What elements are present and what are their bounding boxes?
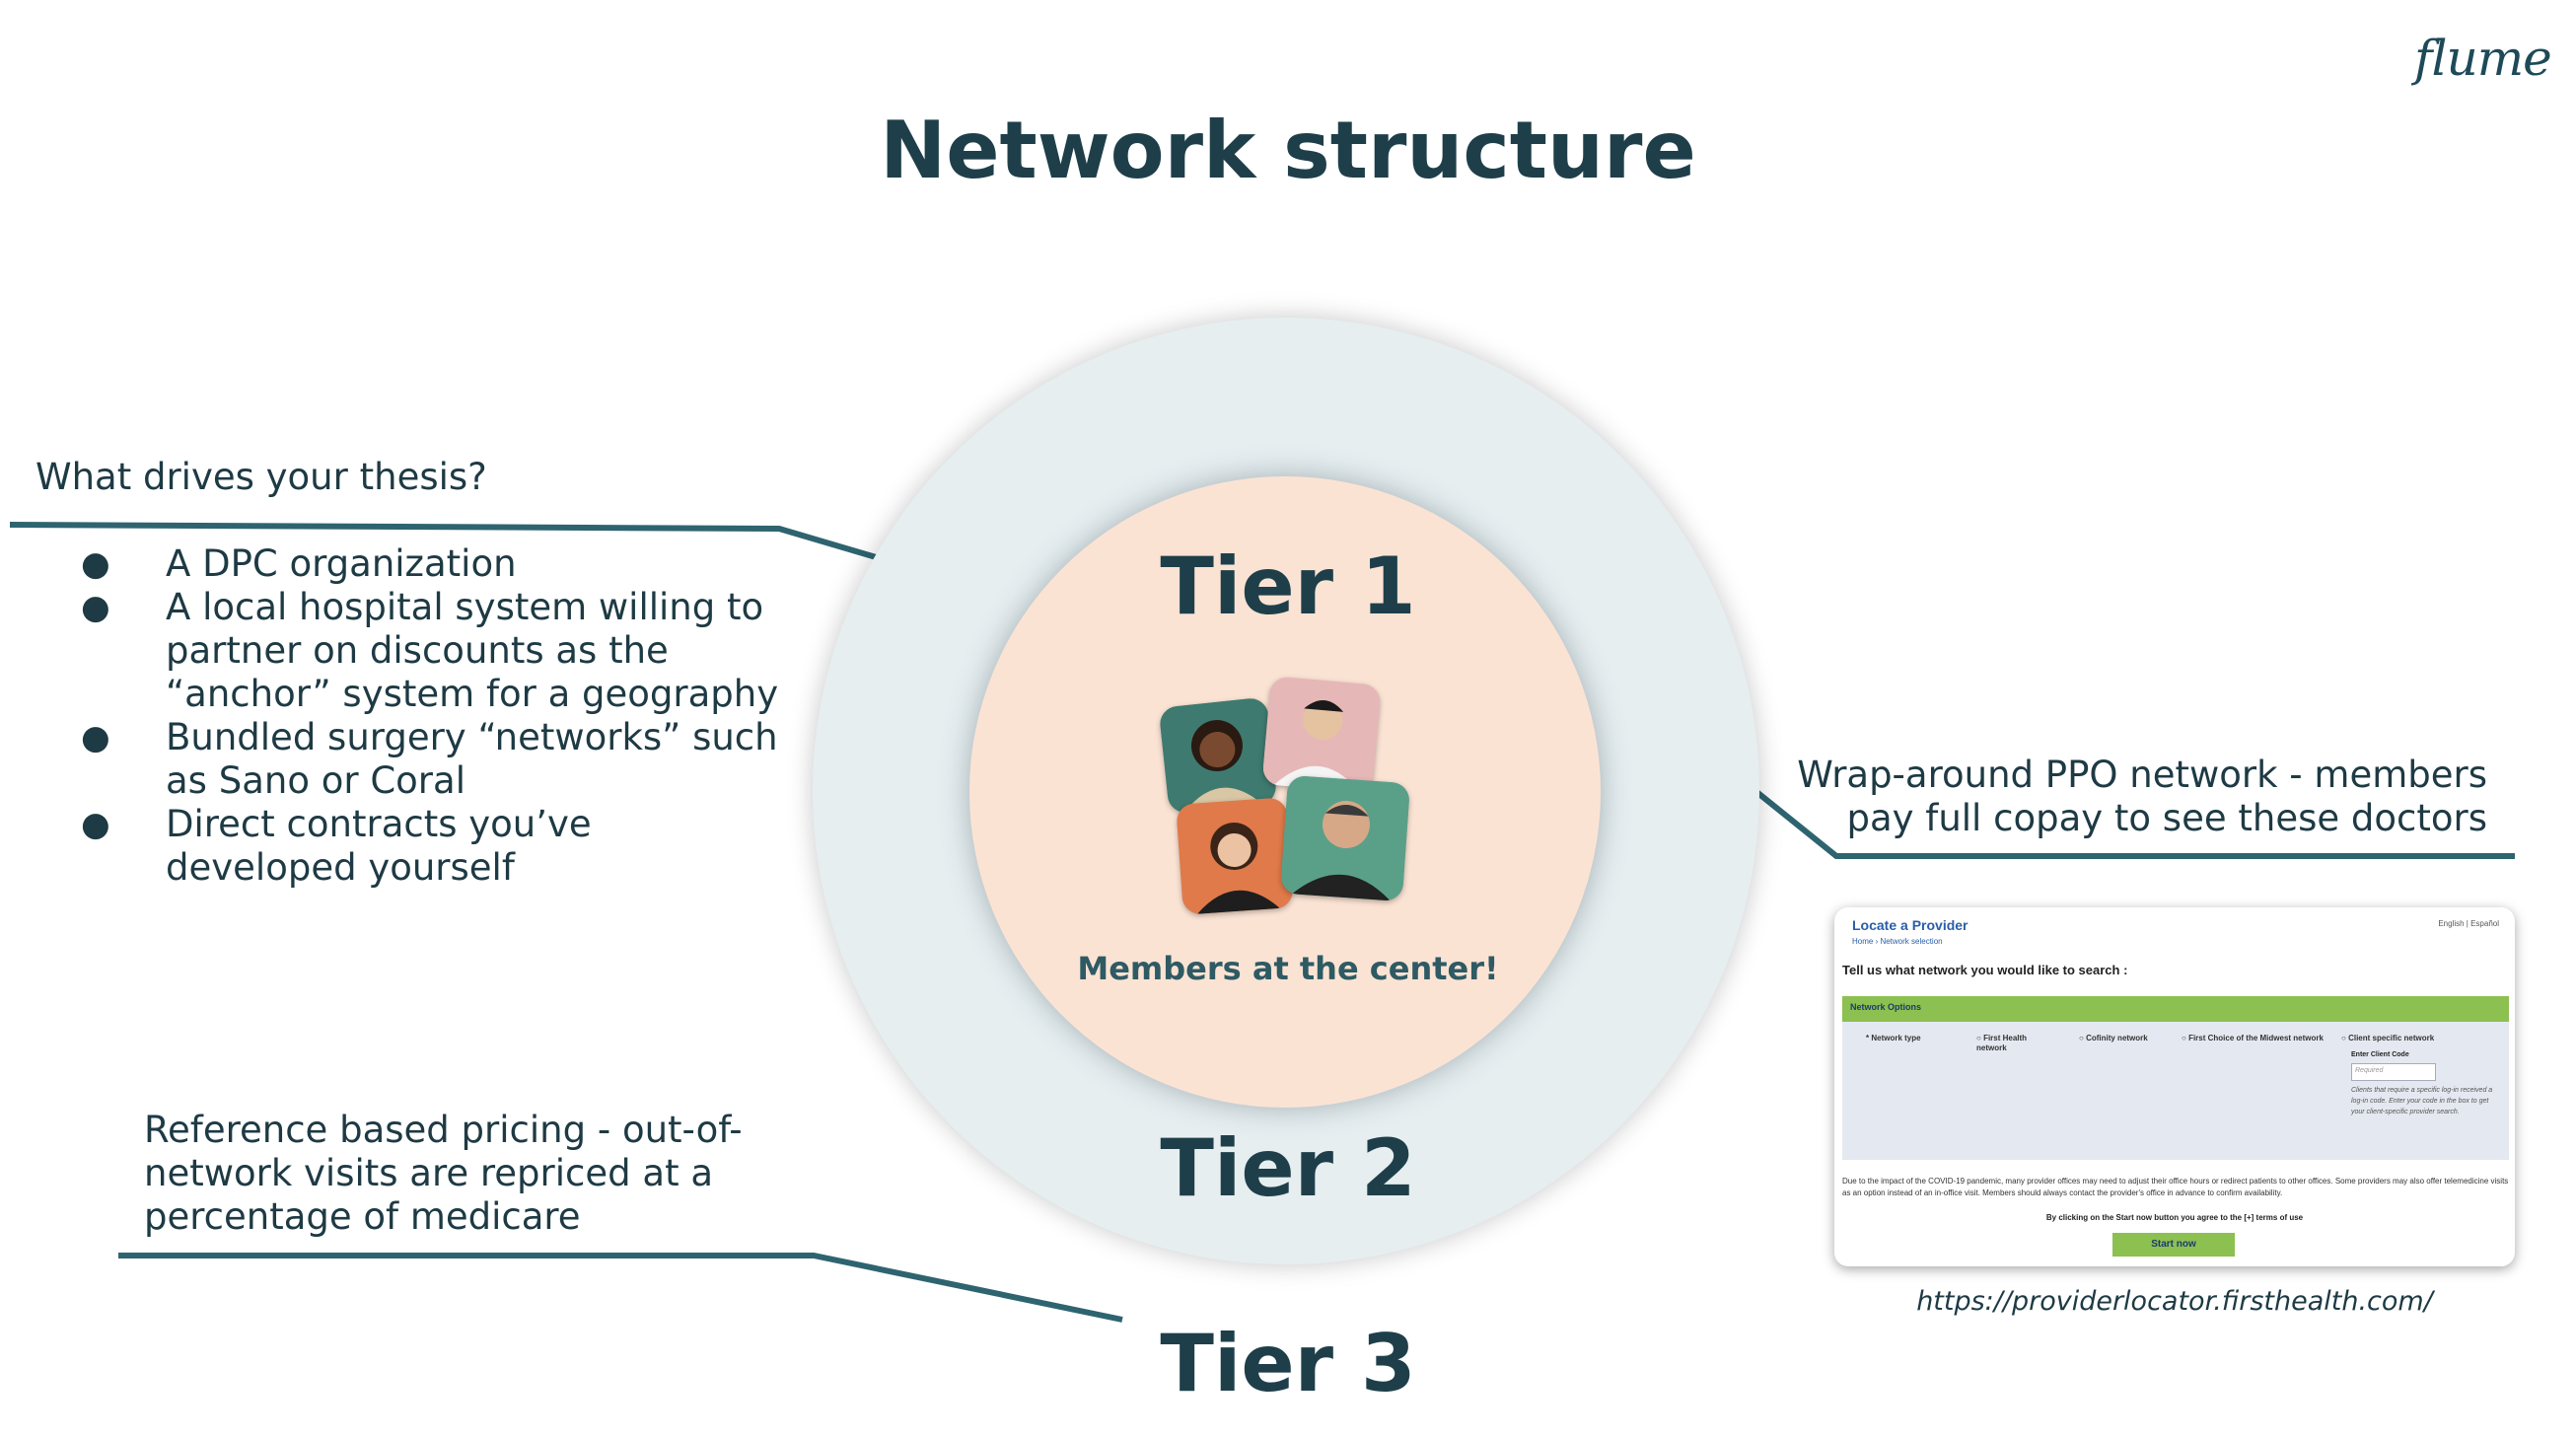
covid-notice: Due to the impact of the COVID-19 pandem… [1842, 1177, 2509, 1197]
bullet-dot-icon: ● [81, 718, 110, 757]
radio-label: Cofinity network [2086, 1034, 2148, 1043]
bullet-item: ● A DPC organization [77, 542, 787, 586]
network-options-bar: Network Options [1842, 996, 2509, 1022]
radio-label: First Health network [1976, 1034, 2028, 1052]
client-code-placeholder: Required [2355, 1067, 2384, 1074]
network-options-panel: * Network type ○ First Health network ○ … [1842, 1022, 2509, 1160]
doctor-photo [1261, 676, 1382, 794]
radio-first-health[interactable]: ○ First Health network [1976, 1034, 2028, 1052]
bullet-dot-icon: ● [81, 805, 110, 844]
bullet-item: ● Direct contracts you’ve developed yours… [77, 803, 787, 890]
tier2-label: Tier 2 [1160, 1122, 1416, 1214]
tier1-label: Tier 1 [1160, 540, 1416, 632]
radio-label: First Choice of the Midwest network [2188, 1034, 2324, 1043]
slide-title: Network structure [880, 105, 1696, 196]
radio-client-specific[interactable]: ○ Client specific network [2341, 1034, 2435, 1043]
radio-first-choice[interactable]: ○ First Choice of the Midwest network [2182, 1034, 2324, 1043]
client-code-label: Enter Client Code [2351, 1051, 2409, 1058]
locator-title: Locate a Provider [1852, 917, 1968, 933]
start-now-button[interactable]: Start now [2112, 1233, 2235, 1257]
reference-pricing-text: Reference based pricing - out-of-network… [144, 1109, 743, 1238]
network-type-label: * Network type [1866, 1034, 1921, 1043]
network-options-label: Network Options [1850, 1002, 1922, 1012]
tier3-label: Tier 3 [1160, 1318, 1416, 1409]
thesis-question: What drives your thesis? [36, 456, 487, 498]
terms-agreement: By clicking on the Start now button you … [2045, 1213, 2304, 1222]
bullet-text: A local hospital system willing to partn… [166, 586, 779, 715]
client-code-help: Clients that require a specific log-in r… [2351, 1087, 2493, 1115]
source-url[interactable]: https://providerlocator.firsthealth.com/ [1916, 1286, 2433, 1317]
bullet-text: A DPC organization [166, 542, 517, 585]
ppo-network-text: Wrap-around PPO network - members pay fu… [1797, 754, 2487, 839]
thesis-bullet-list: ● A DPC organization ● A local hospital sy… [77, 542, 787, 890]
bullet-item: ● Bundled surgery “networks” such as Sano… [77, 716, 787, 803]
pricing-connector-line [118, 1253, 1123, 1323]
radio-label: Client specific network [2348, 1034, 2435, 1043]
center-caption: Members at the center! [1077, 950, 1499, 987]
bullet-dot-icon: ● [81, 588, 110, 627]
member-photo [1158, 696, 1278, 815]
provider-locator-screenshot: Locate a Provider English | Español Home… [1834, 907, 2515, 1266]
member-photo [1279, 774, 1411, 902]
bullet-text: Bundled surgery “networks” such as Sano … [166, 716, 778, 802]
bullet-item: ● A local hospital system willing to part… [77, 586, 787, 716]
breadcrumb[interactable]: Home › Network selection [1852, 937, 1943, 946]
language-links[interactable]: English | Español [2438, 919, 2499, 928]
search-heading: Tell us what network you would like to s… [1842, 963, 2128, 977]
bullet-text: Direct contracts you’ve developed yourse… [166, 803, 592, 889]
tier1-circle [969, 476, 1601, 1108]
bullet-dot-icon: ● [81, 544, 110, 584]
flume-logo: flume [2414, 30, 2552, 87]
member-photo [1176, 797, 1294, 915]
client-code-input[interactable]: Required [2351, 1063, 2436, 1081]
radio-cofinity[interactable]: ○ Cofinity network [2079, 1034, 2148, 1043]
